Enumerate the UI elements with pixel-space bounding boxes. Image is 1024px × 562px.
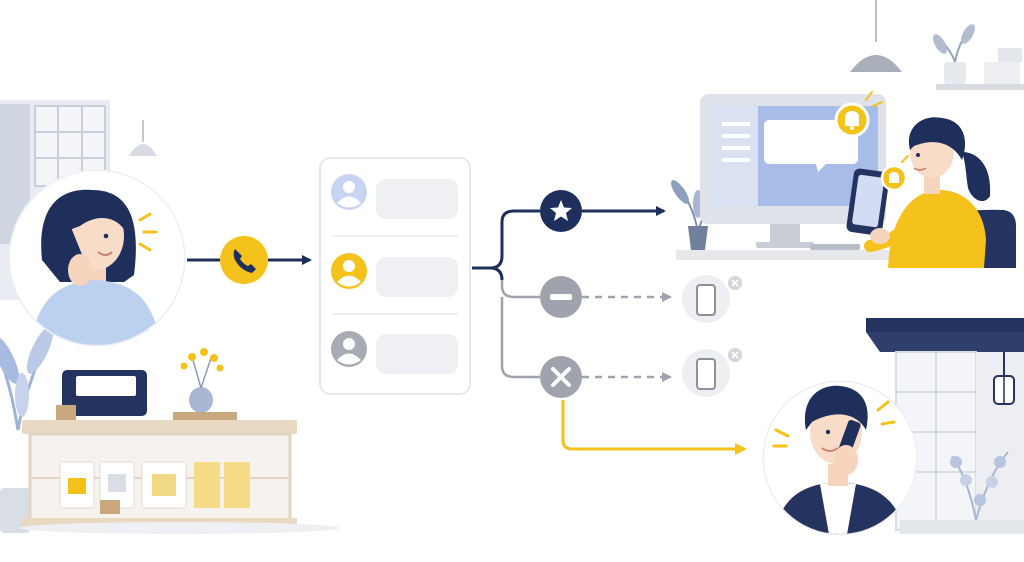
shop-front	[866, 318, 1024, 534]
phone-icon	[220, 236, 268, 284]
minus-icon	[540, 276, 582, 318]
staff-member	[846, 117, 1016, 268]
shop-owner-avatar	[762, 380, 918, 536]
shop-counter	[20, 348, 340, 534]
contact-entry	[331, 174, 458, 219]
star-icon	[540, 190, 582, 232]
phone-unavailable-icon	[682, 275, 742, 323]
office-background	[850, 0, 1024, 90]
bell-icon	[834, 91, 883, 138]
bell-icon	[880, 155, 909, 192]
contact-entry	[331, 331, 458, 374]
contact-entry	[331, 253, 458, 297]
caller-avatar	[8, 169, 186, 347]
routing-branches	[472, 206, 747, 455]
x-icon	[540, 356, 582, 398]
phone-unavailable-icon	[682, 348, 742, 397]
